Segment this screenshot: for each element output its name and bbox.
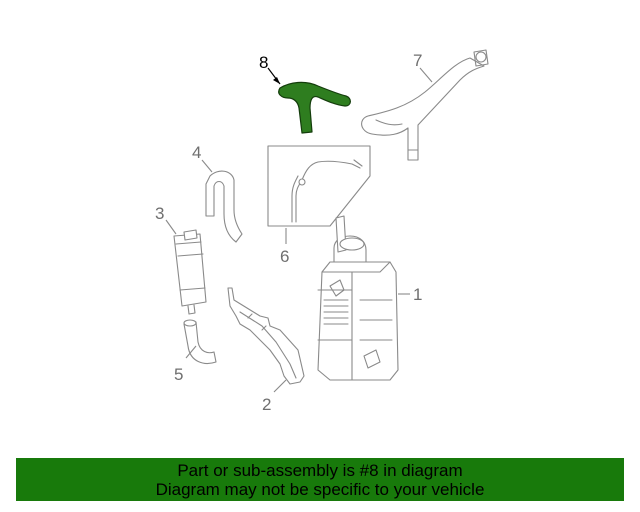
callout-2: 2 — [262, 379, 287, 414]
callout-7-label: 7 — [413, 51, 422, 70]
callout-5-label: 5 — [174, 365, 183, 384]
part-8-hose-highlighted — [278, 81, 351, 134]
part-5-elbow-hose — [183, 319, 217, 364]
banner-line-1: Part or sub-assembly is #8 in diagram — [177, 460, 463, 480]
callout-1: 1 — [398, 285, 422, 304]
part-4-hose — [205, 170, 243, 243]
part-2-bracket — [227, 287, 305, 385]
banner-background — [16, 458, 624, 501]
callout-3-label: 3 — [155, 204, 164, 223]
part-1-reservoir — [317, 215, 399, 381]
callout-1-label: 1 — [413, 285, 422, 304]
callout-4: 4 — [192, 143, 213, 173]
callout-2-label: 2 — [262, 395, 271, 414]
part-7-hose — [361, 49, 489, 161]
callout-5: 5 — [174, 345, 197, 384]
part-3-canister — [173, 229, 207, 315]
callout-6: 6 — [280, 228, 289, 266]
callout-8: 8 — [259, 53, 281, 85]
part-6-pipe-assembly — [267, 145, 371, 227]
banner-line-2: Diagram may not be specific to your vehi… — [155, 479, 485, 499]
callout-7: 7 — [413, 51, 433, 83]
callout-4-label: 4 — [192, 143, 201, 162]
callout-6-label: 6 — [280, 247, 289, 266]
info-banner: Part or sub-assembly is #8 in diagram Di… — [16, 458, 624, 501]
callout-8-label: 8 — [259, 53, 268, 72]
callout-3: 3 — [155, 204, 177, 235]
